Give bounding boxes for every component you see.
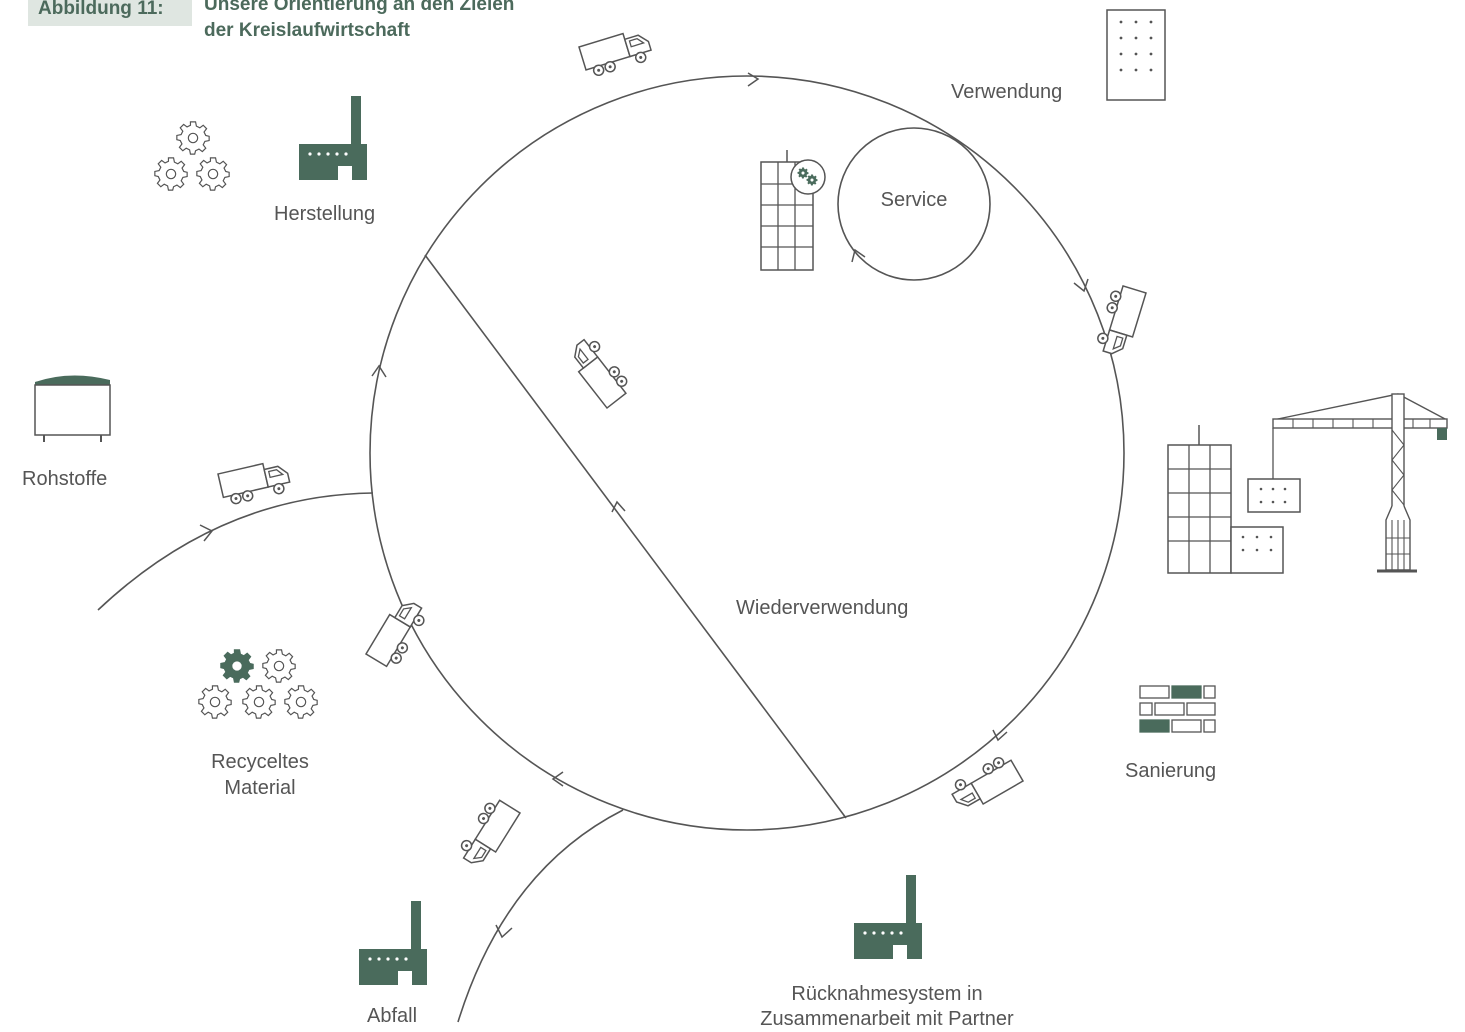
arrow-top xyxy=(747,72,760,87)
label-rohstoffe: Rohstoffe xyxy=(22,468,108,490)
label-recyceltes-line1: Recyceltes xyxy=(211,751,309,773)
main-cycle-circle xyxy=(369,75,1125,831)
label-recyceltes-line2: Material xyxy=(224,777,296,799)
truck-icon xyxy=(217,457,293,507)
building-icon xyxy=(1106,9,1166,101)
label-sanierung: Sanierung xyxy=(1125,760,1217,782)
arrow-bottom-left xyxy=(551,771,564,787)
flow-arrows xyxy=(199,72,1089,939)
raw-material-arc xyxy=(97,492,374,611)
truck-icon xyxy=(1093,282,1147,359)
arrow-raw-material xyxy=(199,524,214,542)
label-verwendung: Verwendung xyxy=(951,81,1063,103)
label-service: Service xyxy=(880,189,948,211)
waste-arc xyxy=(457,809,624,1023)
arrow-right-upper xyxy=(1073,278,1089,293)
figure-title-line1: Unsere Orientierung an den Zielen xyxy=(204,0,515,15)
factory-icon xyxy=(299,96,367,180)
bricks-icon xyxy=(1139,685,1216,733)
truck-icon xyxy=(564,333,634,409)
truck-icon xyxy=(455,794,521,872)
label-wiederverwendung: Wiederverwendung xyxy=(736,597,909,619)
truck-icon xyxy=(946,751,1024,816)
recycled-material-gears-icon xyxy=(198,649,318,719)
truck-icon xyxy=(365,594,431,672)
construction-site-icon xyxy=(1167,393,1448,574)
service-circle xyxy=(837,127,991,281)
raw-materials-container-icon xyxy=(34,375,111,442)
takeback-factory-icon xyxy=(854,875,922,959)
label-ruecknahme-line2: Zusammenarbeit mit Partner xyxy=(760,1008,1014,1030)
label-ruecknahme-line1: Rücknahmesystem in xyxy=(791,983,983,1005)
label-recyceltes-material: Recyceltes Material xyxy=(211,749,309,801)
figure-title-line2: der Kreislaufwirtschaft xyxy=(204,20,410,41)
arrow-right-lower xyxy=(992,729,1008,742)
label-ruecknahmesystem: Rücknahmesystem in Zusammenarbeit mit Pa… xyxy=(760,982,1013,1032)
label-herstellung: Herstellung xyxy=(274,203,376,225)
arrow-left xyxy=(371,364,387,378)
arrow-diagonal xyxy=(611,500,626,513)
arrow-waste xyxy=(495,924,513,939)
arrow-service xyxy=(851,248,866,263)
production-gears-icon xyxy=(154,121,230,191)
figure-tag: Abbildung 11: xyxy=(28,0,192,26)
figure-title: Unsere Orientierung an den Zielen der Kr… xyxy=(204,0,624,44)
reuse-line xyxy=(424,254,847,819)
truck-icon xyxy=(578,26,655,80)
waste-factory-icon xyxy=(359,901,427,985)
service-building-icon xyxy=(760,150,826,271)
label-abfall: Abfall xyxy=(366,1005,418,1027)
